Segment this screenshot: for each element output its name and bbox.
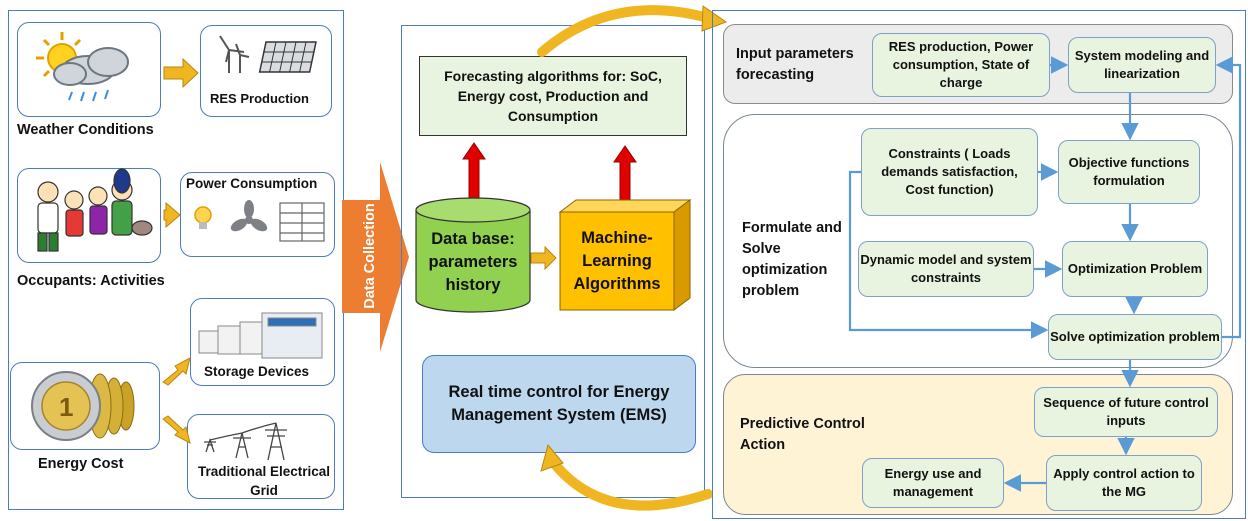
input-forecast-title: Input parameters forecasting bbox=[736, 46, 854, 83]
ems-box: Real time control for Energy Management … bbox=[422, 355, 696, 453]
occupants-image-box bbox=[17, 168, 161, 263]
predictive-title: Predictive Control Action bbox=[740, 416, 865, 453]
weather-label: Weather Conditions bbox=[17, 122, 154, 138]
power-label: Power Consumption bbox=[186, 176, 318, 191]
objective-box: Objective functions formulation bbox=[1058, 140, 1200, 204]
apply-box: Apply control action to the MG bbox=[1046, 455, 1202, 511]
res-power-soc-box: RES production, Power consumption, State… bbox=[872, 33, 1050, 97]
cost-image-box bbox=[10, 362, 160, 450]
grid-label: Traditional Electrical Grid bbox=[197, 464, 331, 498]
occupants-label: Occupants: Activities bbox=[17, 273, 165, 289]
forecasting-box: Forecasting algorithms for: SoC, Energy … bbox=[419, 56, 687, 136]
database-label: Data base: parameters history bbox=[428, 229, 518, 294]
sequence-box: Sequence of future control inputs bbox=[1034, 387, 1218, 437]
optimization-box: Optimization Problem bbox=[1062, 241, 1208, 297]
res-label: RES Production bbox=[210, 91, 309, 106]
ml-label: Machine-Learning Algorithms bbox=[573, 228, 661, 293]
dynamic-model-box: Dynamic model and system constraints bbox=[858, 241, 1034, 297]
storage-label: Storage Devices bbox=[204, 364, 310, 379]
constraints-box: Constraints ( Loads demands satisfaction… bbox=[861, 128, 1038, 216]
right-panel bbox=[712, 10, 1246, 519]
cost-label: Energy Cost bbox=[38, 456, 124, 472]
energy-use-box: Energy use and management bbox=[862, 458, 1004, 508]
data-collection-label: Data Collection bbox=[362, 203, 378, 309]
weather-image-box bbox=[17, 22, 161, 117]
solve-box: Solve optimization problem bbox=[1048, 314, 1222, 360]
formulate-title: Formulate and Solve optimization problem bbox=[742, 220, 842, 299]
system-modeling-box: System modeling and linearization bbox=[1068, 37, 1216, 93]
